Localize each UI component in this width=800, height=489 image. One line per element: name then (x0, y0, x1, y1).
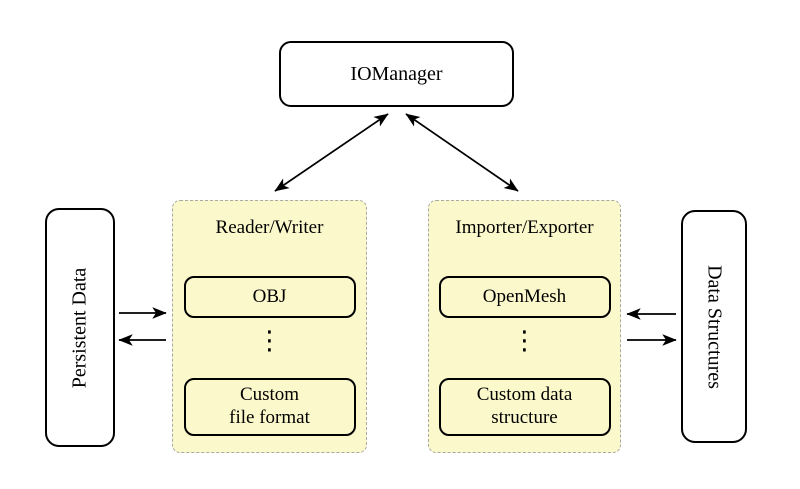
iomanager-node: IOManager (279, 41, 514, 107)
persistent-data-label: Persistent Data (68, 267, 91, 388)
vertical-ellipsis: ⋮ (256, 326, 283, 356)
importer-exporter-group: Importer/Exporter OpenMesh ⋮ Custom data… (428, 200, 621, 453)
custom-data-structure-node: Custom data structure (438, 378, 611, 436)
persistent-data-node: Persistent Data (45, 208, 115, 447)
importer-exporter-title: Importer/Exporter (455, 217, 594, 238)
iomanager-label: IOManager (350, 62, 443, 85)
openmesh-node: OpenMesh (438, 276, 611, 318)
arrow-iomanager-importerexporter (405, 113, 519, 192)
arrow-iomanager-readerwriter (274, 113, 389, 192)
custom-file-format-node: Custom file format (183, 378, 356, 436)
data-structures-label: Data Structures (703, 264, 726, 389)
data-structures-node: Data Structures (681, 210, 747, 443)
reader-writer-group: Reader/Writer OBJ ⋮ Custom file format (172, 200, 367, 453)
obj-node: OBJ (183, 276, 356, 318)
reader-writer-title: Reader/Writer (215, 217, 324, 238)
vertical-ellipsis: ⋮ (511, 326, 538, 356)
